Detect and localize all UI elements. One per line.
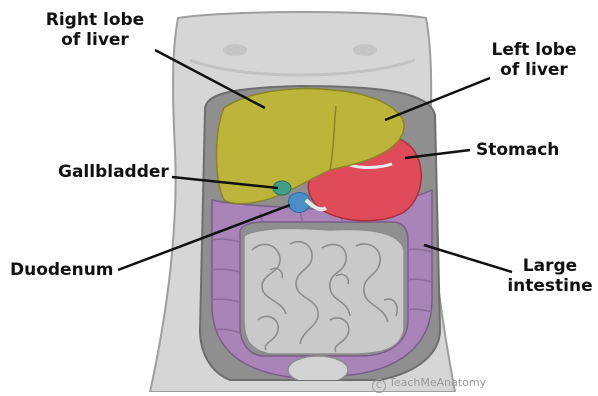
credit-brand: TeachMeAnatomy: [389, 376, 486, 389]
copyright-icon: C: [372, 379, 386, 393]
label-large-intestine-line1: Large: [505, 256, 595, 276]
nipple-right: [353, 44, 377, 56]
label-stomach: Stomach: [476, 140, 559, 160]
label-left-lobe-line2: of liver: [482, 60, 586, 80]
label-gallbladder: Gallbladder: [58, 162, 169, 182]
label-duodenum-text: Duodenum: [10, 260, 114, 280]
label-right-lobe-of-liver: Right lobe of liver: [36, 10, 154, 50]
label-stomach-text: Stomach: [476, 140, 559, 160]
label-left-lobe-of-liver: Left lobe of liver: [482, 40, 586, 80]
label-left-lobe-line1: Left lobe: [482, 40, 586, 60]
label-right-lobe-line1: Right lobe: [36, 10, 154, 30]
nipple-left: [223, 44, 247, 56]
label-gallbladder-text: Gallbladder: [58, 162, 169, 182]
label-large-intestine: Large intestine: [505, 256, 595, 296]
label-duodenum: Duodenum: [10, 260, 114, 280]
label-large-intestine-line2: intestine: [505, 276, 595, 296]
bladder: [288, 356, 348, 384]
label-right-lobe-line2: of liver: [36, 30, 154, 50]
